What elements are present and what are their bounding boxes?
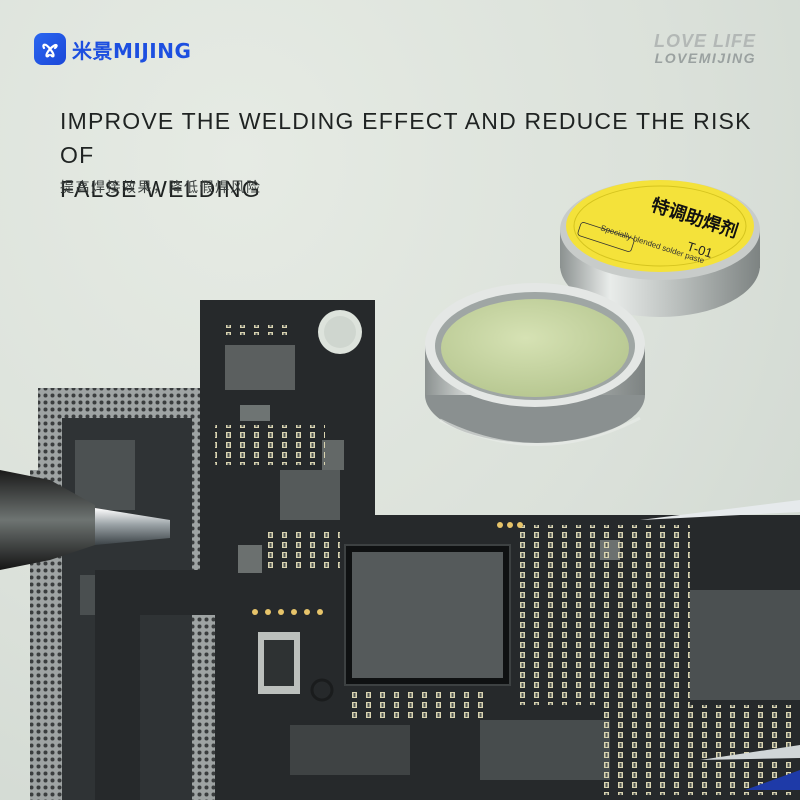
headline-line1: IMPROVE THE WELDING EFFECT AND REDUCE TH… — [60, 108, 752, 168]
headline: IMPROVE THE WELDING EFFECT AND REDUCE TH… — [60, 104, 760, 206]
lovelife-line1: LOVE LIFE — [653, 31, 756, 51]
logo-text: 米景MIJING — [72, 38, 192, 63]
mijing-logo: 米景MIJING — [34, 32, 191, 66]
soldering-iron — [0, 470, 170, 570]
flower-icon — [34, 33, 66, 65]
circuit-board — [95, 300, 800, 800]
solder-tin-open — [425, 283, 645, 446]
flux-paste — [441, 299, 629, 397]
tweezers — [640, 500, 800, 790]
headline-line2: FALSE WELDING — [60, 176, 261, 202]
headline-subtitle: 提高焊接效果，降低假焊风险 — [60, 180, 262, 196]
lovelife-line2: LOVEMIJING — [654, 49, 756, 66]
lovelife-watermark: LOVE LIFE LOVEMIJING — [626, 32, 756, 66]
yellow-lid — [566, 180, 754, 272]
solder-tin-closed: 特调助焊剂 Specially blended solder paste T-0… — [560, 180, 760, 317]
